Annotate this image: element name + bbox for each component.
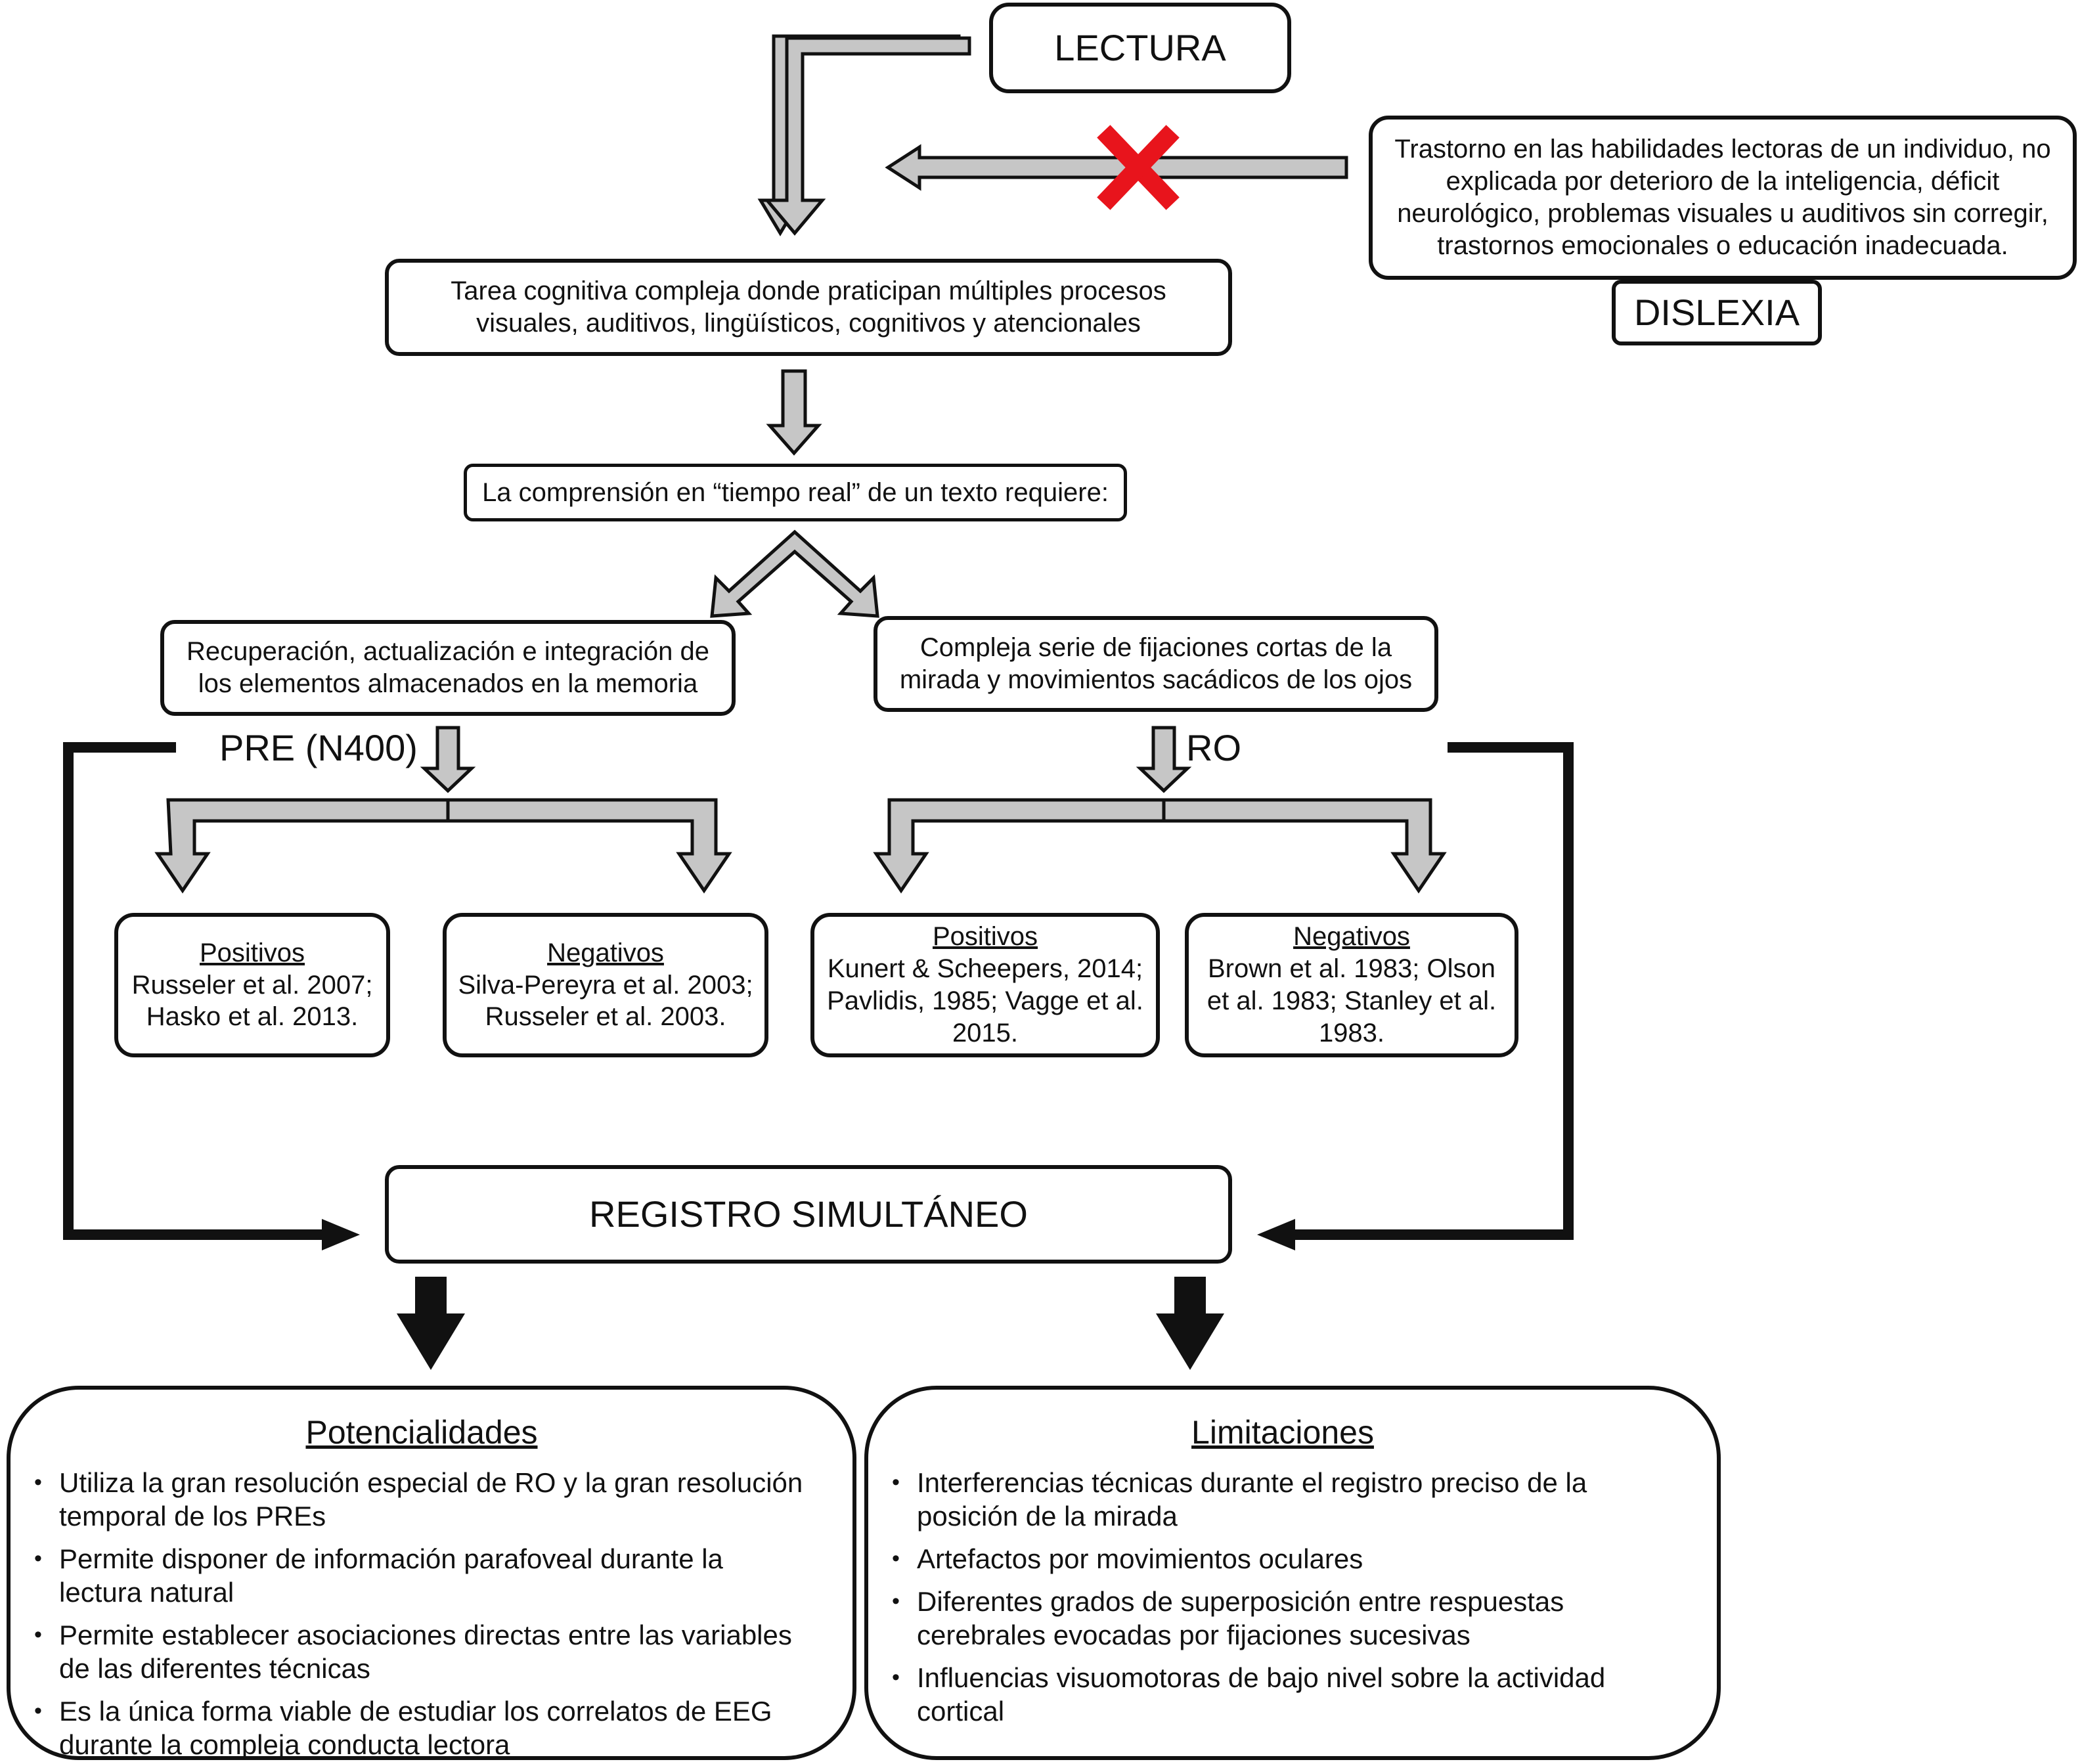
- ro-negativos-text: Brown et al. 1983; Olson et al. 1983; St…: [1206, 954, 1497, 1047]
- pre-negativos-box: Negativos Silva-Pereyra et al. 2003; Rus…: [443, 913, 768, 1057]
- left-loop-arrow: [63, 742, 330, 1240]
- registro-simultaneo-label: REGISTRO SIMULTÁNEO: [589, 1193, 1028, 1235]
- fijaciones-box: Compleja serie de fijaciones cortas de l…: [874, 616, 1438, 712]
- pre-negativos-text: Silva-Pereyra et al. 2003; Russeler et a…: [458, 970, 753, 1032]
- list-item: Es la única forma viable de estudiar los…: [30, 1694, 813, 1761]
- registro-simultaneo-box: REGISTRO SIMULTÁNEO: [385, 1165, 1232, 1264]
- pre-positivos-text: Russeler et al. 2007; Hasko et al. 2013.: [131, 970, 373, 1032]
- ro-positivos-title: Positivos: [932, 922, 1038, 952]
- ro-negativos-box: Negativos Brown et al. 1983; Olson et al…: [1185, 913, 1518, 1057]
- comprension-text: La comprensión en “tiempo real” de un te…: [482, 477, 1109, 507]
- dislexia-blocked-arrow: [885, 144, 1348, 191]
- memoria-box: Recuperación, actualización e integració…: [160, 620, 736, 716]
- dislexia-label: DISLEXIA: [1633, 291, 1800, 333]
- potencialidades-list: Utiliza la gran resolución especial de R…: [30, 1466, 813, 1761]
- pre-positivos-title: Positivos: [199, 938, 305, 967]
- registro-to-limitaciones-arrow: [1156, 1277, 1224, 1370]
- pre-branch-arrow: [154, 798, 732, 894]
- registro-to-potencialidades-arrow: [397, 1277, 465, 1370]
- memoria-text: Recuperación, actualización e integració…: [186, 637, 710, 698]
- comprension-split-arrow: [710, 529, 879, 618]
- pre-down-arrow: [420, 726, 476, 793]
- pre-n400-label: PRE (N400): [219, 727, 418, 768]
- tarea-cognitiva-text: Tarea cognitiva compleja donde praticipa…: [451, 276, 1166, 338]
- pre-positivos-box: Positivos Russeler et al. 2007; Hasko et…: [114, 913, 390, 1057]
- lectura-box: LECTURA: [989, 3, 1291, 93]
- potencialidades-panel: Potencialidades Utiliza la gran resoluci…: [7, 1386, 856, 1760]
- list-item: Diferentes grados de superposición entre…: [888, 1585, 1677, 1652]
- ro-negativos-title: Negativos: [1293, 922, 1410, 952]
- comprension-box: La comprensión en “tiempo real” de un te…: [464, 464, 1127, 521]
- dislexia-definition-box: Trastorno en las habilidades lectoras de…: [1369, 116, 2077, 280]
- ro-branch-arrow: [873, 798, 1447, 894]
- potencialidades-title: Potencialidades: [305, 1414, 538, 1451]
- limitaciones-title: Limitaciones: [1191, 1414, 1374, 1451]
- list-item: Permite establecer asociaciones directas…: [30, 1618, 813, 1685]
- list-item: Artefactos por movimientos oculares: [888, 1542, 1677, 1576]
- ro-positivos-text: Kunert & Scheepers, 2014; Pavlidis, 1985…: [827, 954, 1143, 1047]
- dislexia-label-box: DISLEXIA: [1612, 280, 1822, 345]
- right-loop-arrow: [1287, 742, 1574, 1240]
- tarea-cognitiva-box: Tarea cognitiva compleja donde praticipa…: [385, 259, 1232, 356]
- list-item: Influencias visuomotoras de bajo nivel s…: [888, 1661, 1677, 1728]
- ro-positivos-box: Positivos Kunert & Scheepers, 2014; Pavl…: [810, 913, 1160, 1057]
- lectura-label: LECTURA: [1054, 26, 1226, 68]
- limitaciones-panel: Limitaciones Interferencias técnicas dur…: [864, 1386, 1721, 1760]
- limitaciones-list: Interferencias técnicas durante el regis…: [888, 1466, 1677, 1728]
- fijaciones-text: Compleja serie de fijaciones cortas de l…: [899, 633, 1413, 694]
- list-item: Interferencias técnicas durante el regis…: [888, 1466, 1677, 1533]
- list-item: Permite disponer de información parafove…: [30, 1542, 813, 1609]
- dislexia-definition-text: Trastorno en las habilidades lectoras de…: [1394, 135, 2051, 260]
- ro-label: RO: [1186, 727, 1241, 768]
- cross-icon: [1097, 125, 1180, 210]
- list-item: Utiliza la gran resolución especial de R…: [30, 1466, 813, 1533]
- ro-down-arrow: [1136, 726, 1192, 793]
- tarea-to-comprension-arrow: [766, 369, 822, 456]
- pre-negativos-title: Negativos: [547, 938, 664, 967]
